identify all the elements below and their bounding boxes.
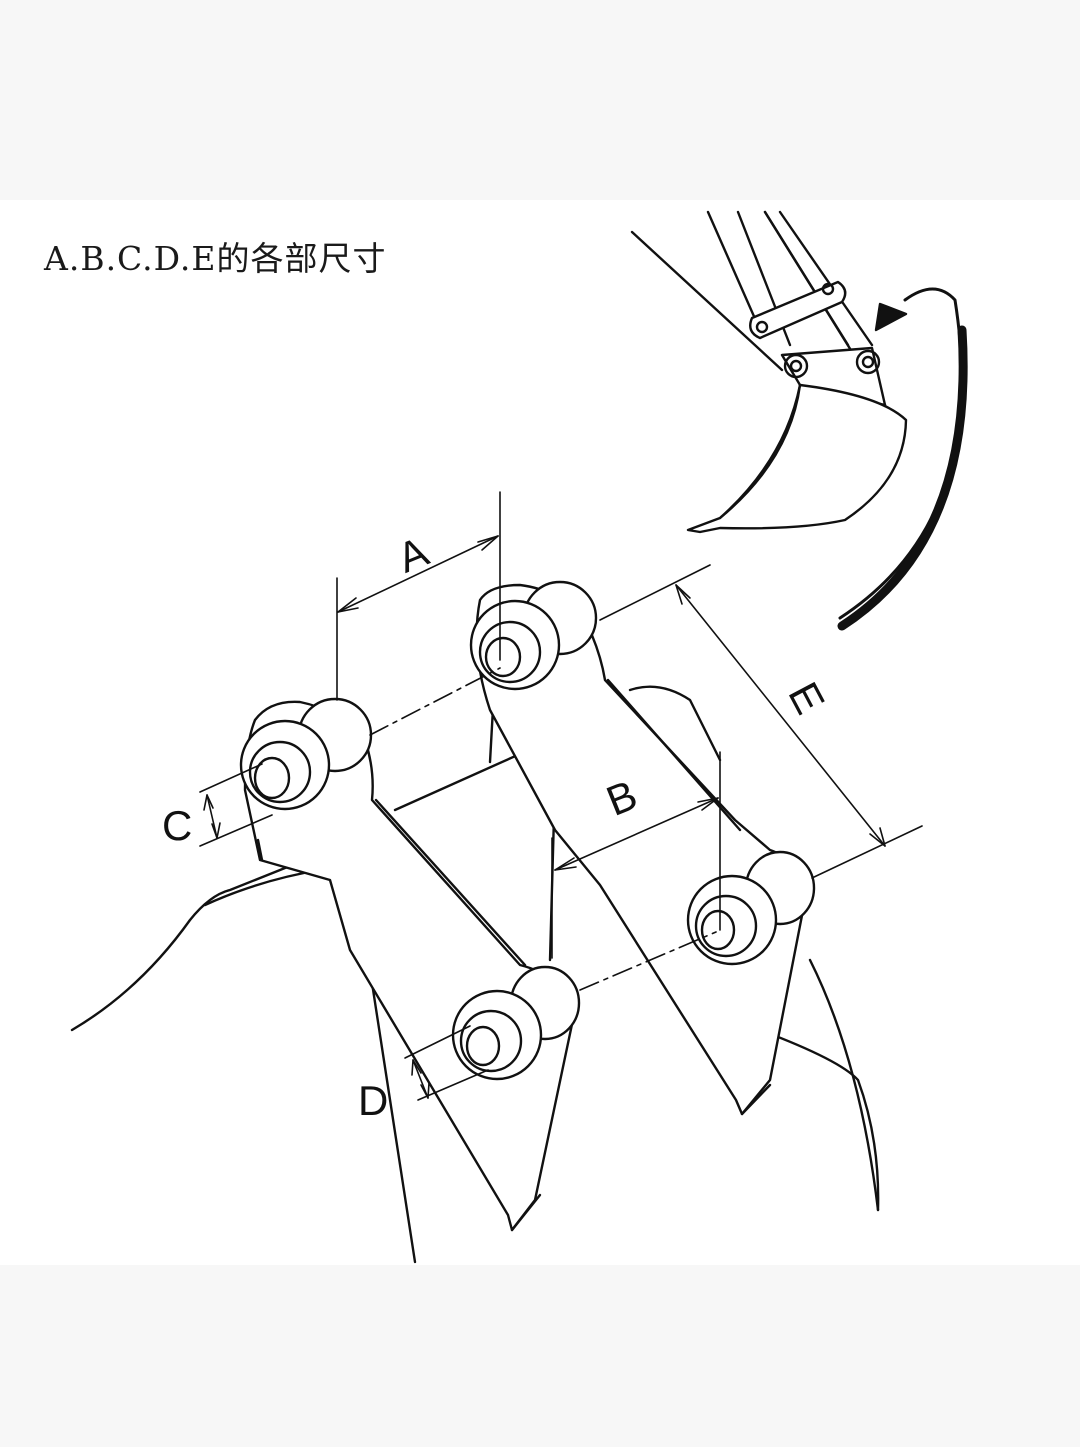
rear-bracket-plate [475, 583, 807, 1116]
diagram-caption: A.B.C.D.E的各部尺寸 [44, 239, 387, 278]
dimension-d [404, 1025, 489, 1101]
pin-boss-rear-top [469, 580, 598, 691]
label-c: C [162, 802, 192, 849]
label-a: A [391, 527, 435, 581]
label-e: E [779, 675, 834, 722]
dimension-b [551, 751, 721, 959]
inset-bucket [686, 383, 908, 534]
label-d: D [358, 1077, 388, 1124]
pin-boss-front-bottom [451, 965, 581, 1081]
dimension-e [599, 564, 923, 879]
rotation-arrow [837, 287, 968, 631]
pin-center-lines [369, 667, 717, 991]
dimension-c [199, 763, 273, 847]
inset-excavator-arm [630, 210, 887, 407]
pin-boss-rear-bottom [686, 850, 816, 966]
dimension-a [336, 491, 501, 701]
front-bracket-plate [243, 700, 577, 1232]
pin-boss-front-top [239, 697, 373, 811]
